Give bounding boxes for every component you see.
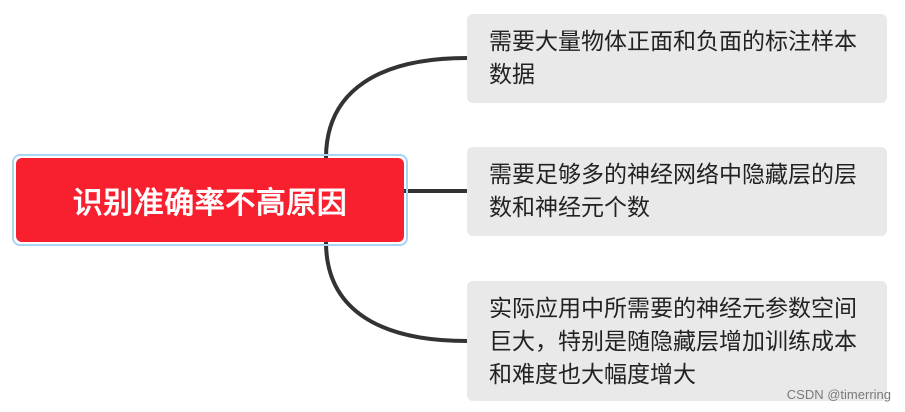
root-node-label: 识别准确率不高原因 <box>72 186 348 221</box>
branch-node-2[interactable]: 需要足够多的神经网络中隐藏层的层数和神经元个数 <box>467 147 887 236</box>
root-node[interactable]: 识别准确率不高原因 <box>16 158 404 242</box>
branch-node-3[interactable]: 实际应用中所需要的神经元参数空间巨大，特别是随隐藏层增加训练成本和难度也大幅度增… <box>467 281 887 401</box>
branch-node-1[interactable]: 需要大量物体正面和负面的标注样本数据 <box>467 14 887 103</box>
branch-node-label: 实际应用中所需要的神经元参数空间巨大，特别是随隐藏层增加训练成本和难度也大幅度增… <box>489 296 857 388</box>
connector-to-branch-3 <box>324 240 469 343</box>
watermark: CSDN @timerring <box>786 387 891 402</box>
branch-node-label: 需要大量物体正面和负面的标注样本数据 <box>489 29 857 88</box>
root-node-selection-outline <box>12 154 408 246</box>
connector-to-branch-1 <box>324 56 469 160</box>
branch-node-label: 需要足够多的神经网络中隐藏层的层数和神经元个数 <box>489 162 857 221</box>
